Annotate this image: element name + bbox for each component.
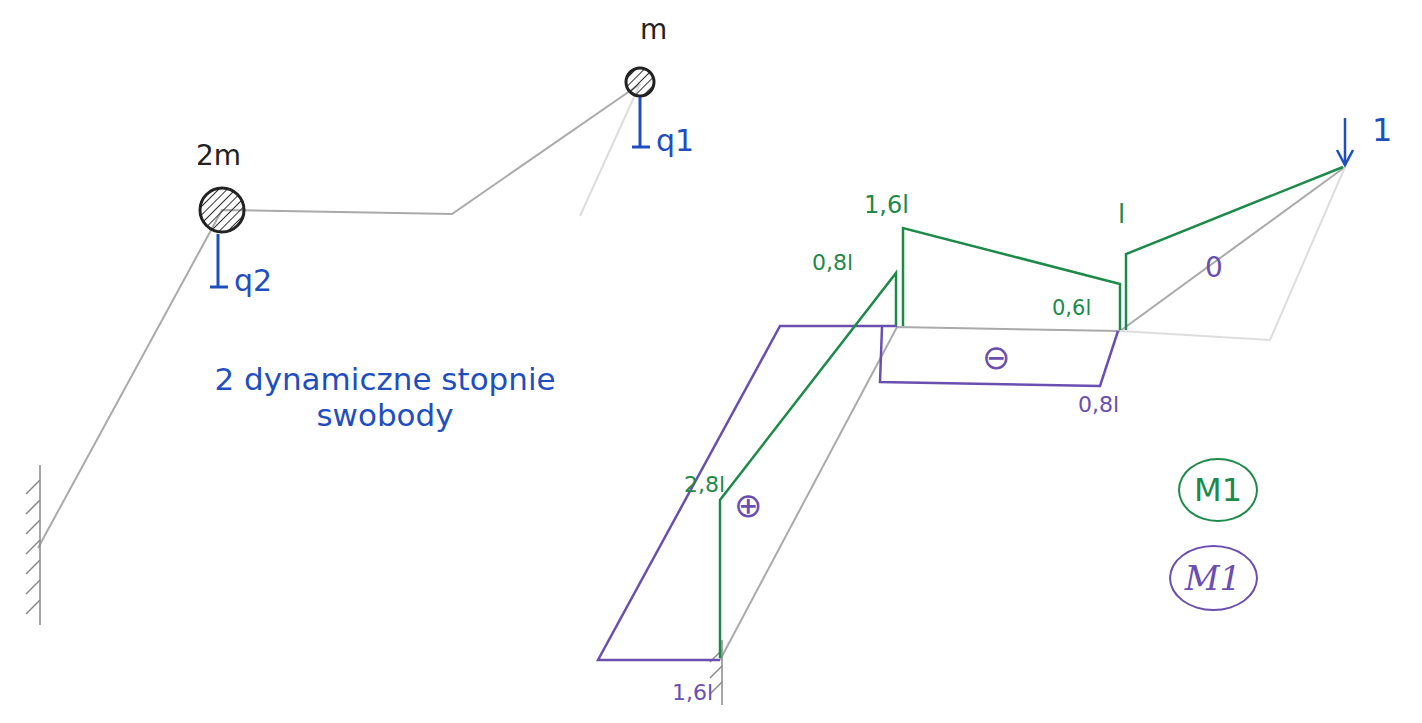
moment-value: 1,6l: [672, 680, 713, 705]
unit-force: [1337, 118, 1353, 165]
frame-members: [720, 167, 1345, 660]
moment-value: 1,6l: [864, 192, 909, 220]
tag-text: M1: [1185, 558, 1241, 598]
force-value: 1: [1372, 112, 1392, 149]
moment-value: 0,8l: [1078, 392, 1119, 417]
moment-value: l: [1118, 200, 1125, 230]
tag-text: M1: [1194, 471, 1242, 509]
mass-label: 2m: [196, 140, 241, 172]
frame-members: [38, 84, 640, 548]
mass-m: [626, 68, 654, 96]
mass-2m: [200, 188, 244, 232]
note: 2 dynamiczne stopnie swobody: [205, 362, 565, 433]
sign-label: ⊕: [734, 486, 763, 525]
sign-label: 0: [1205, 252, 1223, 284]
sign-label: ⊖: [982, 338, 1011, 377]
fixed-support: [26, 465, 40, 625]
dof-label: q2: [234, 264, 272, 299]
moment-diagram-purple: [598, 326, 1118, 660]
dof-label: q1: [656, 124, 694, 159]
dof-markers: [210, 97, 650, 287]
moment-value: 0,8l: [812, 250, 853, 275]
moment-value: 2,8l: [684, 472, 725, 497]
mass-label: m: [640, 14, 667, 46]
moment-value: 0,6l: [1052, 296, 1091, 320]
diagram-tag: M1: [1178, 458, 1258, 522]
diagram-tag: M1: [1169, 545, 1258, 611]
moment-diagram-green: [720, 167, 1343, 658]
